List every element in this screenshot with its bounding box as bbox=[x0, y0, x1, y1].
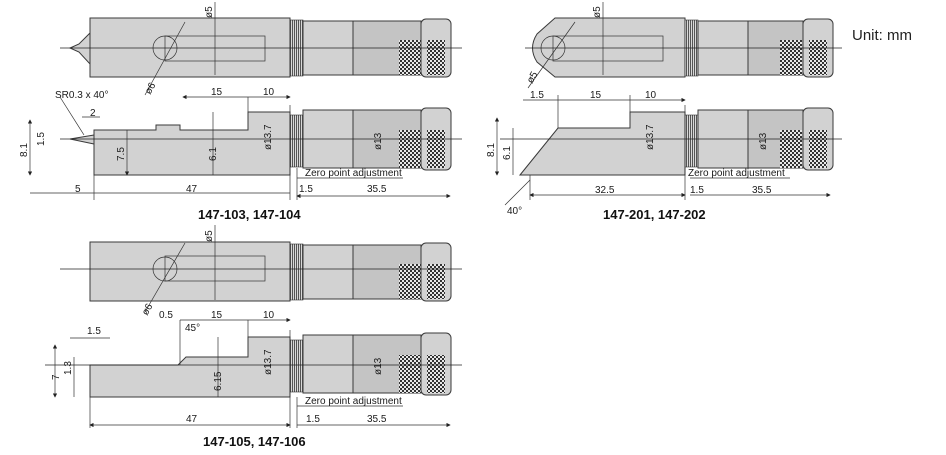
m2-dia13: ø13 bbox=[758, 132, 769, 150]
m1-dia13-7: ø13.7 bbox=[263, 124, 274, 150]
m2-dia5-side-label: ø5 bbox=[525, 70, 541, 86]
m3-dim-45deg: 45° bbox=[185, 323, 200, 334]
m2-dim-1-5: 1.5 bbox=[530, 90, 544, 101]
m1-dim-6-1: 6.1 bbox=[208, 147, 219, 161]
model-3-side-view: 0.5 15 10 1.5 45° 7 1.3 6.15 ø13.7 ø13 4… bbox=[45, 310, 462, 428]
m3-zero-note: Zero point adjustment bbox=[305, 396, 402, 407]
m1-dim-47: 47 bbox=[186, 184, 198, 195]
m2-dim-6-1: 6.1 bbox=[502, 146, 513, 160]
model-1-side-view: SR0.3 x 40° 2 15 10 8.1 1.5 7.5 6.1 ø13.… bbox=[19, 87, 462, 200]
model-2-side-view: 1.5 15 10 8.1 6.1 ø13.7 ø13 40° 32.5 1.5… bbox=[486, 90, 842, 217]
m3-dim-1-5: 1.5 bbox=[87, 326, 101, 337]
m1-dim-2: 2 bbox=[90, 108, 96, 119]
m1-dia5-label: ø5 bbox=[204, 6, 215, 18]
m2-dim-10: 10 bbox=[645, 90, 657, 101]
m3-dim-6-15: 6.15 bbox=[213, 371, 224, 391]
m3-dim-15: 15 bbox=[211, 310, 223, 321]
m3-dia5-label: ø5 bbox=[204, 230, 215, 242]
m2-dim-32-5: 32.5 bbox=[595, 185, 615, 196]
m3-dia13: ø13 bbox=[373, 357, 384, 375]
m3-caption: 147-105, 147-106 bbox=[203, 434, 306, 449]
m2-zero-note: Zero point adjustment bbox=[688, 168, 785, 179]
m1-dim-35-5: 35.5 bbox=[367, 184, 387, 195]
model-2-top-view: ø5 ø5 bbox=[525, 2, 842, 89]
m1-dim-1-5b: 1.5 bbox=[299, 184, 313, 195]
m1-zero-note: Zero point adjustment bbox=[305, 168, 402, 179]
m1-dim-8-1: 8.1 bbox=[19, 143, 30, 157]
unit-label: Unit: mm bbox=[852, 27, 912, 44]
m1-dim-5: 5 bbox=[75, 184, 81, 195]
m3-dia6-label: ø6 bbox=[140, 302, 156, 318]
m1-sr-label: SR0.3 x 40° bbox=[55, 90, 108, 101]
m2-dim-35-5: 35.5 bbox=[752, 185, 772, 196]
m1-dim-15: 15 bbox=[211, 87, 223, 98]
m1-dia13: ø13 bbox=[373, 132, 384, 150]
m3-dim-0-5: 0.5 bbox=[159, 310, 173, 321]
m2-caption: 147-201, 147-202 bbox=[603, 207, 706, 222]
m2-dim-15: 15 bbox=[590, 90, 602, 101]
m2-dim-1-5b: 1.5 bbox=[690, 185, 704, 196]
m3-dim-1-5b: 1.5 bbox=[306, 414, 320, 425]
m3-dia13-7: ø13.7 bbox=[263, 349, 274, 375]
m3-dim-10: 10 bbox=[263, 310, 275, 321]
m2-dim-40deg: 40° bbox=[507, 206, 522, 217]
m1-dia6-label: ø6 bbox=[143, 81, 159, 97]
m1-dim-10: 10 bbox=[263, 87, 275, 98]
m1-dim-7-5: 7.5 bbox=[116, 147, 127, 161]
model-1-top-view: ø5 ø6 bbox=[60, 2, 462, 97]
m2-dim-8-1: 8.1 bbox=[486, 143, 497, 157]
m3-dim-1-3: 1.3 bbox=[63, 361, 74, 375]
m1-caption: 147-103, 147-104 bbox=[198, 207, 301, 222]
m2-dia5-top-label: ø5 bbox=[592, 6, 603, 18]
m3-dim-47: 47 bbox=[186, 414, 198, 425]
m3-dim-7: 7 bbox=[51, 374, 62, 380]
model-3-top-view: ø5 ø6 bbox=[60, 225, 462, 318]
m1-dim-1-5: 1.5 bbox=[36, 132, 47, 146]
m3-dim-35-5: 35.5 bbox=[367, 414, 387, 425]
m2-dia13-7: ø13.7 bbox=[645, 124, 656, 150]
